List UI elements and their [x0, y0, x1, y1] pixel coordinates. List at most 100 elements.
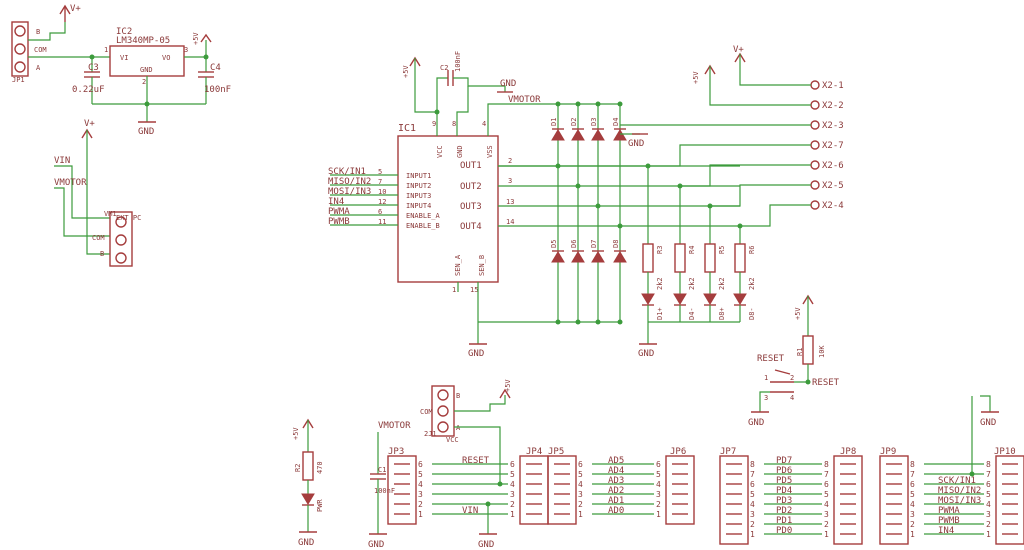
- ic1-input-label-6: ENABLE_B: [406, 222, 440, 230]
- jp1-pin-b: [14, 25, 26, 37]
- ic1-input-pin-2: 7: [378, 178, 382, 186]
- junction-diode-out-3: [595, 203, 601, 209]
- diode-top-name-1: D1: [550, 118, 558, 126]
- ic1-pin14: 14: [506, 218, 514, 226]
- resistor-name-1: R3: [656, 246, 664, 254]
- ic1-name: IC1: [398, 123, 416, 134]
- vmotor-label-ic1: VMOTOR: [508, 95, 541, 105]
- diode-top-name-2: D2: [570, 118, 578, 126]
- ic1-body: [397, 135, 499, 283]
- jp8-pin-1: 8: [824, 460, 829, 469]
- jp8-net-7: PD1: [776, 516, 792, 526]
- jp10-pin-4: 5: [986, 490, 991, 499]
- wire-vplus-jp1: [28, 22, 66, 41]
- ic1-out4: OUT4: [460, 222, 482, 232]
- ic1-pin1: 1: [452, 286, 456, 294]
- switch-pin1: 1: [764, 374, 768, 382]
- jp1-name: JP1: [12, 76, 25, 84]
- x2-label-5: X2-6: [822, 161, 844, 171]
- resistor-body-1: [642, 243, 654, 273]
- x2-label-3: X2-3: [822, 121, 844, 131]
- gnd-label-ic2: GND: [138, 127, 154, 137]
- diode-top-1: [551, 129, 565, 141]
- plus5v-label-led: +5V: [292, 427, 300, 440]
- jp10-net-5: MOSI/IN3: [938, 496, 981, 506]
- switch-pin4: 4: [790, 394, 794, 402]
- ic2-regulator: IC2 LM340MP-05 VI VO GND 1 3 2 +5V GND: [92, 27, 212, 137]
- wire-c2-gnd: [453, 77, 506, 92]
- jp2-plus: VCC: [446, 436, 459, 444]
- plus5v-arrow-jp2: [499, 388, 511, 399]
- jp5-body: [547, 455, 577, 525]
- x2-label-7: X2-4: [822, 201, 844, 211]
- ic1-input-label-1: INPUT1: [406, 172, 431, 180]
- jp7-pin-7: 2: [750, 520, 755, 529]
- x2-pin-7: [810, 200, 820, 210]
- jp2-b: B: [456, 392, 460, 400]
- vm-body: [109, 211, 133, 267]
- switch-pin3: 3: [764, 394, 768, 402]
- ic1-pin15: 15: [470, 286, 478, 294]
- x2-label-6: X2-5: [822, 181, 844, 191]
- jp8-net-6: PD2: [776, 506, 792, 516]
- jp7-pin-6: 3: [750, 510, 755, 519]
- wire-vm-b: [86, 222, 110, 255]
- jp6-net-3: AD3: [608, 476, 624, 486]
- jp3-pin-6: 1: [418, 510, 423, 519]
- switch-pin2: 2: [790, 374, 794, 382]
- jp8-body: [833, 455, 863, 545]
- jp9-pin-1: 8: [910, 460, 915, 469]
- jp9-body: [879, 455, 909, 545]
- diode-bottom-name-4: D8: [612, 240, 620, 248]
- ic1-driver: IC1 VCC GND VSS 9 8 4 SEN_A SEN_B 1 15 O…: [328, 120, 514, 294]
- jp6-net-6: AD0: [608, 506, 624, 516]
- jp9-pin-3: 6: [910, 480, 915, 489]
- c3-name: C3: [88, 63, 99, 73]
- ic1-input-net-4: IN4: [328, 197, 344, 207]
- ic1-input-label-3: INPUT3: [406, 192, 431, 200]
- led-name-4: D8-: [748, 307, 756, 320]
- ic2-pin1: 1: [104, 46, 108, 54]
- diode-top-4: [613, 129, 627, 141]
- c4-name: C4: [210, 63, 221, 73]
- vm-pin-2: [115, 234, 127, 246]
- junction-ic2-gnd: [144, 101, 150, 107]
- jp8-pin-8: 1: [824, 530, 829, 539]
- ic1-vcc: VCC: [436, 145, 444, 158]
- jp8-pin-4: 5: [824, 490, 829, 499]
- jp5-pin-2: 5: [578, 470, 583, 479]
- jp4-pin-6: 1: [510, 510, 515, 519]
- ic1-senb: SEN_B: [478, 255, 486, 276]
- jp10-net-3: SCK/IN1: [938, 476, 976, 486]
- jp7-pin-2: 7: [750, 470, 755, 479]
- vmotor-label-c1: VMOTOR: [378, 421, 411, 431]
- vplus-label-2: V+: [84, 119, 95, 129]
- plus5v-label-r1: +5V: [794, 307, 802, 320]
- r2-body: [302, 451, 314, 481]
- jp4-pin-4: 3: [510, 490, 515, 499]
- jp3-pin-3: 4: [418, 480, 423, 489]
- wire-vmotor-vm: [54, 187, 110, 237]
- wire-jp2-5v: [454, 395, 506, 412]
- x2-pin-2: [810, 100, 820, 110]
- led-symbol-2: [673, 293, 687, 305]
- resistor-body-3: [704, 243, 716, 273]
- jp3-name: JP3: [388, 447, 404, 457]
- x2-pin-6: [810, 180, 820, 190]
- x2-label-1: X2-1: [822, 81, 844, 91]
- led-symbol-1: [641, 293, 655, 305]
- resistor-name-2: R4: [688, 246, 696, 254]
- jp5-name: JP5: [548, 447, 564, 457]
- c1-name: C1: [378, 466, 386, 474]
- jp6-pin-3: 4: [656, 480, 661, 489]
- jp1-pin-com: [14, 43, 26, 55]
- junction-diode-top-4: [617, 101, 623, 107]
- ic2-part: LM340MP-05: [116, 36, 170, 46]
- ic1-out1: OUT1: [460, 161, 482, 171]
- ic1-input-pin-6: 11: [378, 218, 386, 226]
- jp4-pin-3: 4: [510, 480, 515, 489]
- plus5v-label-x2: +5V: [692, 71, 700, 84]
- jp1-a-label: A: [36, 64, 41, 72]
- ic1-input-net-3: MOSI/IN3: [328, 187, 371, 197]
- vmotor-label-left: VMOTOR: [54, 178, 87, 188]
